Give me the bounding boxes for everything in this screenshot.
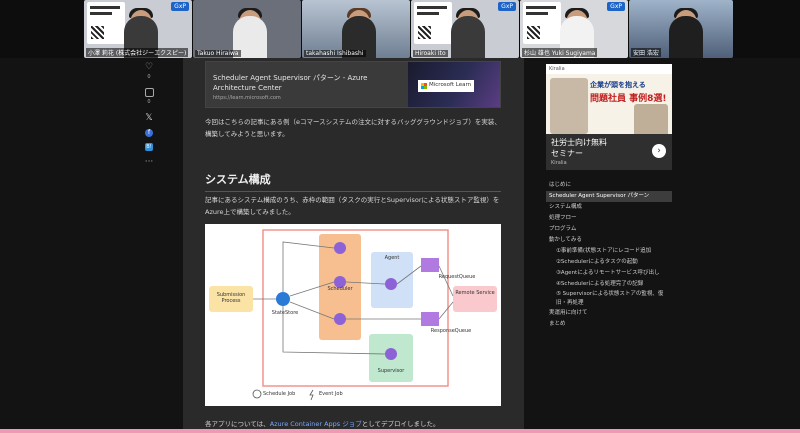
toc-item[interactable]: 処理フロー [549, 215, 577, 221]
toc-item[interactable]: 実運用に向けて [549, 310, 588, 316]
heart-icon[interactable]: ♡ [144, 62, 154, 72]
bookmark-icon[interactable] [144, 88, 154, 97]
company-tag: GxP [607, 2, 625, 11]
remote-service-label: Remote Service [455, 290, 495, 296]
facebook-share-icon[interactable]: f [145, 129, 153, 137]
toc-item-active[interactable]: Scheduler Agent Supervisor パターン [546, 191, 672, 202]
participant-tile[interactable]: 安田 浩宏 [629, 0, 733, 58]
link-card-title: Scheduler Agent Supervisor パターン - Azure … [213, 74, 368, 92]
toc-item[interactable]: 動かしてみる [549, 237, 582, 243]
x-share-icon[interactable]: 𝕏 [145, 113, 153, 123]
toc-subitem[interactable]: ②Schedulerによるタスクの起動 [556, 259, 638, 265]
participant-name: 小澤 莉花 (株式会社ジーエクスピー) [86, 48, 189, 57]
toc-item[interactable]: はじめに [549, 182, 572, 188]
toc-subitem[interactable]: ③Agentによるリモートサービス呼び出し [556, 270, 660, 276]
toc-subitem-continuation[interactable]: 旧・再処理 [556, 300, 584, 306]
supervisor-label: Supervisor [377, 368, 405, 374]
toc-subitem[interactable]: ④Schedulerによる処理完了の記録 [556, 281, 644, 287]
chevron-right-icon[interactable]: › [652, 144, 666, 158]
statestore-label: StateStore [271, 310, 299, 316]
ad-brand: Kiralia [546, 64, 672, 74]
toc-subitem[interactable]: ⑤ Supervisorによる状態ストアの監視、復 [556, 291, 664, 297]
link-card-thumbnail: Microsoft Learn [408, 62, 500, 107]
toc-subitem[interactable]: ①事前準備(状態ストアにレコード追加 [556, 248, 652, 254]
toc-item[interactable]: まとめ [549, 321, 566, 327]
ad-headline-emphasis: 問題社員 事例8選! [590, 94, 667, 104]
ad-cta-line: セミナー [551, 149, 583, 158]
sidebar-ad[interactable]: Kiralia 企業が頭を抱える 問題社員 事例8選! 社労士向け無料 セミナー… [546, 64, 672, 170]
bookmark-count: 0 [147, 99, 151, 105]
toc-item[interactable]: システム構成 [549, 204, 582, 210]
company-tag: GxP [498, 2, 516, 11]
participant-name: 安田 浩宏 [631, 48, 661, 57]
participant-tile[interactable]: GxP 杉山 雄也 Yuki Sugiyama [520, 0, 628, 58]
link-card[interactable]: Scheduler Agent Supervisor パターン - Azure … [205, 61, 501, 108]
link-card-brand: Microsoft Learn [429, 82, 472, 88]
participant-tile[interactable]: Takuo Hiraiwa [193, 0, 301, 58]
intro-paragraph: 今回はこちらの記事にある例（eコマースシステムの注文に対するバッググラウンドジョ… [205, 118, 501, 138]
submission-process-label: Submission Process [216, 292, 246, 304]
response-queue-label: ResponseQueue [430, 328, 472, 334]
container-apps-link[interactable]: Azure Container Apps ジョブ [269, 420, 362, 428]
participant-name: Takuo Hiraiwa [195, 50, 241, 57]
section-paragraph: 記事にあるシステム構成のうち、赤枠の範囲（タスクの実行とSupervisorによ… [205, 196, 500, 216]
link-card-url: https://learn.microsoft.com [213, 95, 281, 101]
legend-schedule-job: Schedule Job [263, 391, 296, 397]
participant-video-strip: GxP 小澤 莉花 (株式会社ジーエクスピー) Takuo Hiraiwa ta… [0, 0, 800, 58]
ad-headline: 企業が頭を抱える [590, 81, 646, 89]
caption-paragraph: 各アプリについては、Azure Container Apps ジョブとしてデプロ… [205, 418, 440, 428]
article-body: Scheduler Agent Supervisor パターン - Azure … [183, 58, 524, 433]
hatena-share-icon[interactable]: B! [145, 143, 153, 151]
share-rail: ♡ 0 0 𝕏 f B! ··· [136, 62, 162, 173]
ad-photo [550, 78, 588, 134]
participant-tile[interactable]: GxP Hiroaki Ito [411, 0, 519, 58]
participant-name: 杉山 雄也 Yuki Sugiyama [522, 48, 598, 57]
participant-tile[interactable]: takahashi Ishibashi [302, 0, 410, 58]
caption-suffix: としてデプロイしました。 [361, 420, 440, 428]
table-of-contents: はじめに Scheduler Agent Supervisor パターン システ… [546, 180, 672, 330]
toc-item[interactable]: プログラム [549, 226, 577, 232]
participant-name: Hiroaki Ito [413, 50, 448, 57]
agent-label: Agent [384, 255, 400, 261]
like-count: 0 [147, 74, 151, 80]
participant-name: takahashi Ishibashi [304, 50, 366, 57]
more-options-icon[interactable]: ··· [144, 157, 154, 167]
legend-event-job: Event Job [319, 391, 343, 397]
ad-cta-box[interactable]: 社労士向け無料 セミナー Kiralia › [546, 134, 672, 170]
participant-tile[interactable]: GxP 小澤 莉花 (株式会社ジーエクスピー) [84, 0, 192, 58]
company-tag: GxP [171, 2, 189, 11]
ad-footer: Kiralia [551, 160, 567, 166]
scheduler-label: Scheduler [327, 286, 353, 292]
bottom-highlight-bar [0, 429, 800, 433]
ad-cta-line: 社労士向け無料 [551, 138, 607, 147]
architecture-diagram: Submission Process StateStore Scheduler … [205, 224, 501, 406]
caption-prefix: 各アプリについては、 [205, 420, 270, 428]
section-heading: システム構成 [205, 171, 501, 192]
request-queue-label: RequestQueue [438, 274, 476, 280]
microsoft-logo-icon [421, 83, 427, 89]
